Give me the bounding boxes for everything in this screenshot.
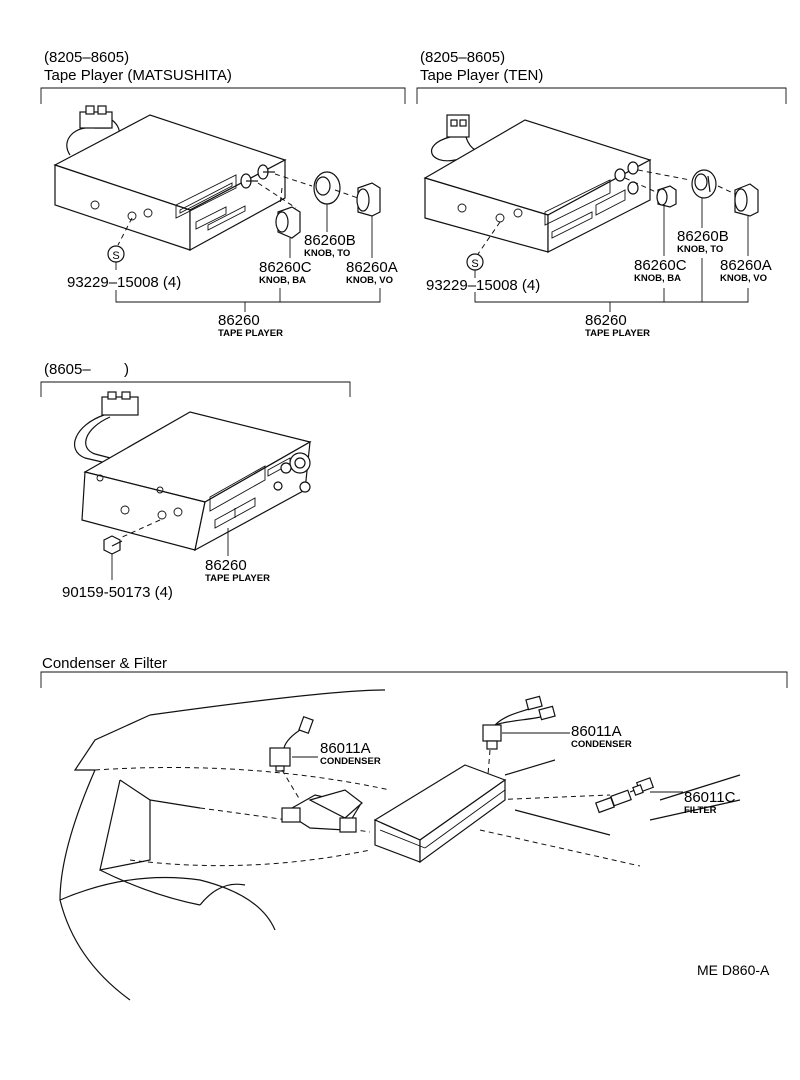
- screw-icon: S: [107, 245, 125, 263]
- part-number: 86260: [218, 312, 260, 329]
- part-number: 86260B: [304, 232, 356, 249]
- section-condenser: [40, 671, 788, 1001]
- part-number: 93229–15008 (4): [426, 277, 540, 294]
- part-desc: CONDENSER: [571, 739, 632, 750]
- section-title: Condenser & Filter: [42, 655, 167, 672]
- knob-vo-icon: [356, 182, 381, 217]
- part-desc: CONDENSER: [320, 756, 381, 767]
- section-range: (8205–8605): [44, 49, 129, 66]
- part-desc: KNOB, BA: [259, 275, 306, 286]
- part-number: 86260C: [259, 259, 312, 276]
- part-number: 86260B: [677, 228, 729, 245]
- knob-to-icon: [313, 171, 341, 205]
- section-ten: S: [416, 87, 787, 312]
- screw-symbol: S: [112, 250, 119, 262]
- part-number: 86260A: [346, 259, 398, 276]
- part-number: 86260C: [634, 257, 687, 274]
- knob-ba-icon: [656, 185, 677, 208]
- screw-icon: S: [466, 253, 484, 271]
- part-number: 93229–15008 (4): [67, 274, 181, 291]
- diagram-code: ME D860-A: [697, 962, 770, 978]
- section-title: Tape Player (TEN): [420, 67, 543, 84]
- bolt-icon: [103, 535, 123, 555]
- part-number: 86011C: [684, 789, 736, 806]
- control-box-icon: [373, 764, 507, 864]
- part-number: 86011A: [571, 723, 622, 740]
- filter-icon: [595, 777, 655, 814]
- part-desc: KNOB, TO: [677, 244, 723, 255]
- condenser-icon: [482, 695, 556, 750]
- part-number: 90159-50173 (4): [62, 584, 173, 601]
- part-number: 86260: [585, 312, 627, 329]
- part-number: 86260: [205, 557, 247, 574]
- knob-vo-icon: [734, 183, 759, 217]
- section-matsushita: S: [40, 87, 406, 312]
- part-number: 86011A: [320, 740, 371, 757]
- part-number: 86260A: [720, 257, 772, 274]
- knob-to-icon: [691, 169, 717, 199]
- part-desc: TAPE PLAYER: [205, 573, 270, 584]
- part-desc: KNOB, BA: [634, 273, 681, 284]
- section-range: (8205–8605): [420, 49, 505, 66]
- screw-symbol: S: [471, 258, 478, 270]
- mount-bracket-icon: [281, 789, 363, 833]
- condenser-icon: [269, 715, 314, 772]
- section-8605: [40, 381, 351, 580]
- knob-ba-icon: [275, 206, 301, 239]
- part-desc: TAPE PLAYER: [218, 328, 283, 339]
- part-desc: FILTER: [684, 805, 717, 816]
- section-range: (8605– ): [44, 361, 129, 378]
- part-desc: KNOB, VO: [346, 275, 393, 286]
- part-desc: KNOB, VO: [720, 273, 767, 284]
- part-desc: KNOB, TO: [304, 248, 350, 259]
- section-title: Tape Player (MATSUSHITA): [44, 67, 232, 84]
- part-desc: TAPE PLAYER: [585, 328, 650, 339]
